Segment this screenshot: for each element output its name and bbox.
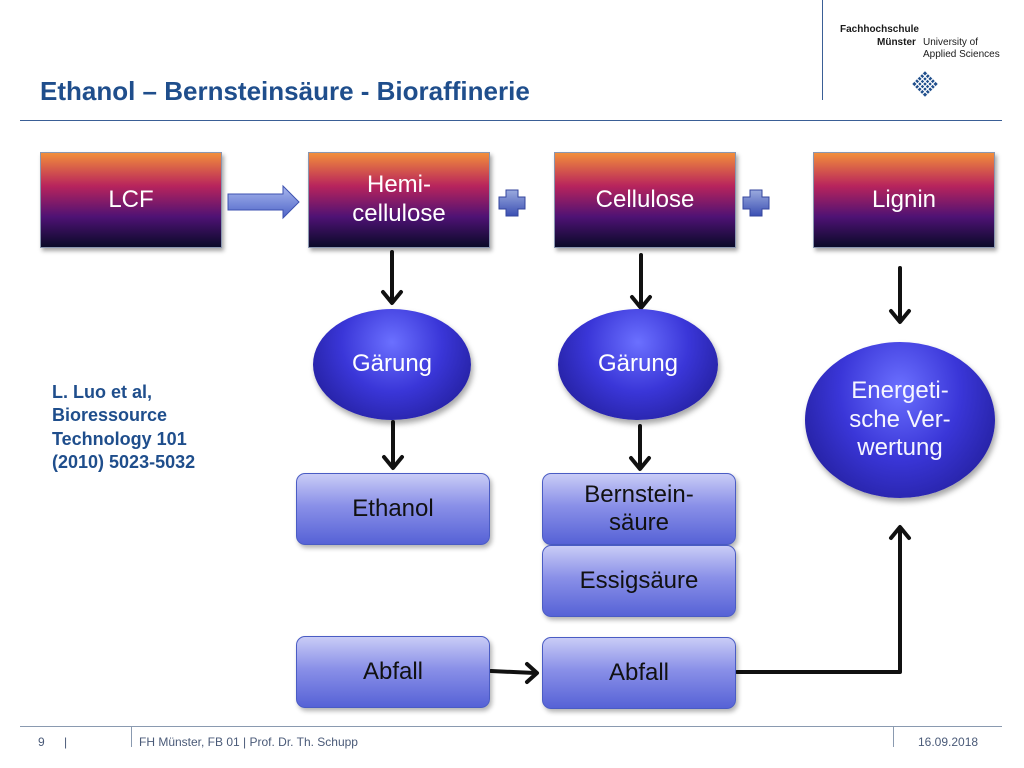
garung-ellipse-left: Gärung bbox=[313, 309, 471, 420]
essigsaure-box: Essigsäure bbox=[542, 545, 736, 617]
footer-date: 16.09.2018 bbox=[918, 735, 979, 749]
cellulose-box: Cellulose bbox=[554, 152, 736, 248]
bernsteinsaure-box: Bernstein- säure bbox=[542, 473, 736, 545]
arrow-head-4 bbox=[382, 455, 404, 470]
arrow-head-6 bbox=[525, 662, 539, 684]
arrow-head-5 bbox=[629, 456, 651, 471]
page-number: 9 bbox=[38, 735, 45, 749]
footer-tick-right bbox=[893, 727, 894, 747]
arrow-head-3 bbox=[889, 309, 911, 324]
arrow-head-7 bbox=[889, 525, 911, 540]
footer-divider bbox=[20, 726, 1002, 727]
arrow-abfall-to-energy bbox=[735, 528, 902, 674]
logo-line-2a: Münster bbox=[877, 37, 916, 48]
arrow-head-1 bbox=[381, 290, 403, 305]
plus-sign-right bbox=[742, 189, 770, 217]
block-arrow-right bbox=[227, 184, 300, 220]
abfall-box-right: Abfall bbox=[542, 637, 736, 709]
plus-sign-left bbox=[498, 189, 526, 217]
footer-tick-left bbox=[131, 727, 132, 747]
grid-diamond-icon bbox=[912, 71, 938, 97]
logo-line-1: Fachhochschule bbox=[840, 24, 919, 35]
logo-line-3: Applied Sciences bbox=[923, 49, 1000, 60]
reference-citation: L. Luo et al, Bioressource Technology 10… bbox=[52, 382, 196, 473]
logo-line-2b: University of bbox=[923, 37, 979, 48]
energy-ellipse: Energeti- sche Ver- wertung bbox=[805, 342, 995, 498]
lignin-box: Lignin bbox=[813, 152, 995, 248]
lcf-box: LCF bbox=[40, 152, 222, 248]
footer-separator: | bbox=[64, 735, 68, 749]
arrow-head-2 bbox=[630, 295, 652, 310]
arrow-abfall-to-abfall bbox=[489, 669, 537, 675]
ethanol-box: Ethanol bbox=[296, 473, 490, 545]
footer-author: FH Münster, FB 01 | Prof. Dr. Th. Schupp bbox=[139, 735, 358, 749]
logo-divider bbox=[822, 0, 823, 100]
page-title: Ethanol – Bernsteinsäure - Bioraffinerie bbox=[40, 76, 530, 106]
abfall-box-left: Abfall bbox=[296, 636, 490, 708]
garung-ellipse-right: Gärung bbox=[558, 309, 718, 420]
header-divider bbox=[20, 120, 1002, 121]
hemicellulose-box: Hemi- cellulose bbox=[308, 152, 490, 248]
